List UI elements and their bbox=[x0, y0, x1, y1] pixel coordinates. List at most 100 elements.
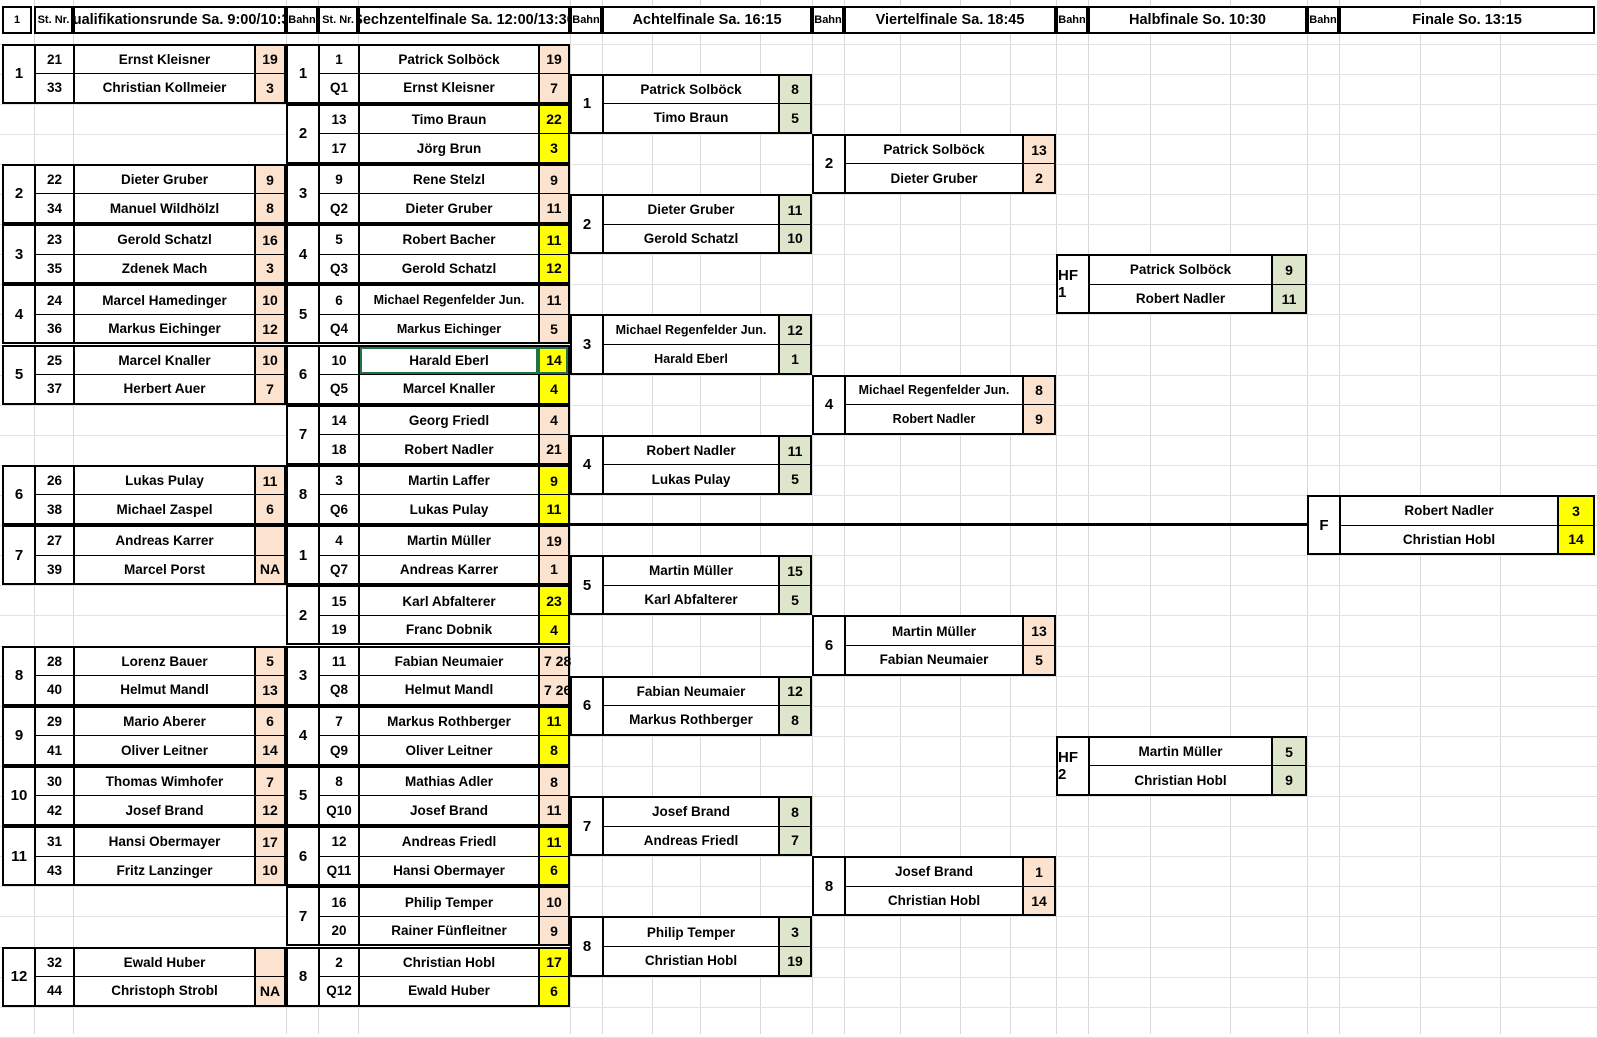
bahn-cell[interactable]: 3 bbox=[4, 226, 36, 283]
player-name-cell[interactable]: Harald Eberl bbox=[604, 344, 778, 373]
player-name-cell[interactable]: Michael Zaspel bbox=[75, 495, 254, 524]
player-name-cell[interactable]: Oliver Leitner bbox=[360, 736, 538, 764]
player-name-cell[interactable]: Franc Dobnik bbox=[360, 615, 538, 644]
player-name-cell[interactable]: Oliver Leitner bbox=[75, 736, 254, 764]
player-name-cell[interactable]: Mathias Adler bbox=[360, 767, 538, 796]
score-cell[interactable]: 12 bbox=[254, 796, 284, 825]
score-cell[interactable]: 17 bbox=[254, 828, 284, 856]
score-cell[interactable]: 15 bbox=[778, 557, 810, 585]
score-cell[interactable]: 9 bbox=[538, 165, 568, 194]
player-name-cell[interactable]: Marcel Knaller bbox=[360, 375, 538, 403]
start-number-cell[interactable]: Q1 bbox=[320, 74, 360, 102]
score-cell[interactable]: 11 bbox=[538, 286, 568, 314]
player-name-cell[interactable]: Manuel Wildhölzl bbox=[75, 194, 254, 223]
score-cell[interactable]: 10 bbox=[778, 224, 810, 253]
score-cell[interactable]: 11 bbox=[254, 466, 284, 495]
start-number-cell[interactable]: 6 bbox=[320, 286, 360, 314]
start-number-cell[interactable]: Q6 bbox=[320, 495, 360, 524]
player-name-cell[interactable]: Helmut Mandl bbox=[75, 676, 254, 704]
start-number-cell[interactable]: 7 bbox=[320, 707, 360, 736]
score-cell[interactable]: 8 bbox=[1022, 376, 1054, 405]
score-cell[interactable] bbox=[254, 527, 284, 555]
start-number-cell[interactable]: 31 bbox=[36, 828, 75, 856]
score-cell[interactable]: 19 bbox=[538, 527, 568, 555]
start-number-cell[interactable]: 16 bbox=[320, 888, 360, 916]
player-name-cell[interactable]: Andreas Karrer bbox=[75, 527, 254, 555]
player-name-cell[interactable]: Dieter Gruber bbox=[604, 196, 778, 224]
score-cell[interactable]: 19 bbox=[254, 45, 284, 74]
bahn-cell[interactable]: 3 bbox=[572, 316, 604, 373]
score-cell[interactable]: 8 bbox=[538, 736, 568, 764]
score-cell[interactable]: 5 bbox=[778, 465, 810, 493]
score-cell[interactable]: 5 bbox=[1271, 737, 1305, 766]
player-name-cell[interactable]: Dieter Gruber bbox=[846, 164, 1022, 192]
start-number-cell[interactable]: 40 bbox=[36, 676, 75, 704]
score-cell[interactable]: 8 bbox=[778, 75, 810, 104]
start-number-cell[interactable]: Q4 bbox=[320, 314, 360, 343]
bahn-cell[interactable]: 9 bbox=[4, 707, 36, 764]
score-cell[interactable]: 9 bbox=[1271, 766, 1305, 794]
score-cell[interactable]: 11 bbox=[778, 436, 810, 465]
score-cell[interactable]: 8 bbox=[778, 706, 810, 734]
score-cell[interactable]: 10 bbox=[254, 856, 284, 885]
score-cell[interactable]: 13 bbox=[1022, 617, 1054, 645]
start-number-cell[interactable]: 23 bbox=[36, 226, 75, 254]
score-cell[interactable]: 5 bbox=[1022, 645, 1054, 674]
start-number-cell[interactable]: 17 bbox=[320, 134, 360, 162]
score-cell[interactable]: 5 bbox=[778, 104, 810, 132]
player-name-cell[interactable]: Ewald Huber bbox=[75, 948, 254, 977]
score-cell[interactable]: 13 bbox=[1022, 135, 1054, 164]
player-name-cell[interactable]: Josef Brand bbox=[846, 858, 1022, 886]
player-name-cell[interactable]: Josef Brand bbox=[604, 798, 778, 826]
start-number-cell[interactable]: 20 bbox=[320, 916, 360, 945]
score-cell[interactable]: 14 bbox=[254, 736, 284, 764]
player-name-cell[interactable]: Jörg Brun bbox=[360, 134, 538, 162]
bahn-cell[interactable]: 7 bbox=[4, 527, 36, 584]
start-number-cell[interactable]: 41 bbox=[36, 736, 75, 764]
player-name-cell[interactable]: Patrick Solböck bbox=[604, 75, 778, 104]
player-name-cell[interactable]: Herbert Auer bbox=[75, 375, 254, 403]
player-name-cell[interactable]: Fabian Neumaier bbox=[360, 647, 538, 676]
score-cell[interactable] bbox=[254, 948, 284, 977]
bahn-cell[interactable]: 6 bbox=[814, 617, 846, 674]
start-number-cell[interactable]: 35 bbox=[36, 254, 75, 283]
score-cell[interactable]: NA bbox=[254, 555, 284, 584]
player-name-cell[interactable]: Karl Abfalterer bbox=[360, 587, 538, 615]
bahn-cell[interactable]: HF 1 bbox=[1058, 256, 1090, 313]
